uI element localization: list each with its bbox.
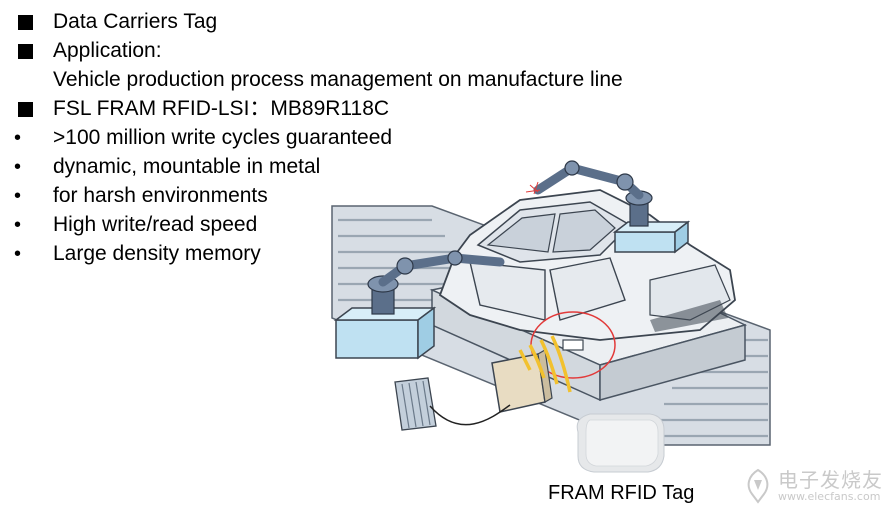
- bullet-text: Application:: [53, 39, 162, 62]
- signal-waves: [518, 335, 572, 393]
- dot-bullet-icon: •: [14, 214, 22, 236]
- square-bullet-icon: [18, 15, 33, 30]
- square-bullet-icon: [18, 102, 33, 117]
- watermark: 电子发烧友 www.elecfans.com: [738, 460, 888, 514]
- watermark-logo-icon: [747, 468, 769, 504]
- rfid-tag-product: [576, 413, 665, 473]
- bullet-text: Data Carriers Tag: [53, 10, 218, 33]
- rfid-tag-caption: FRAM RFID Tag: [548, 482, 695, 504]
- manufacturing-line-illustration: [331, 160, 771, 473]
- watermark-url: www.elecfans.com: [778, 490, 881, 503]
- watermark-text: 电子发烧友: [778, 468, 883, 492]
- dot-bullet-icon: •: [14, 127, 22, 149]
- controller-unit: [394, 377, 437, 431]
- dot-bullet-icon: •: [14, 185, 22, 207]
- robot-arm-left: [333, 250, 505, 360]
- robot-arm-right: [533, 160, 691, 254]
- bullet-text: Vehicle production process management on…: [53, 68, 623, 91]
- bullet-text: >100 million write cycles guaranteed: [53, 126, 393, 149]
- dot-bullet-icon: •: [14, 156, 22, 178]
- bullet-text: dynamic, mountable in metal: [53, 155, 321, 178]
- square-bullet-icon: [18, 44, 33, 59]
- bullet-text: for harsh environments: [53, 184, 268, 207]
- dot-bullet-icon: •: [14, 243, 22, 265]
- bullet-text: High write/read speed: [53, 213, 258, 236]
- reader-cable: [429, 404, 511, 426]
- bullet-text: Large density memory: [53, 242, 261, 265]
- bullet-text: FSL FRAM RFID-LSI：MB89R118C: [53, 97, 390, 120]
- weld-spark: [525, 181, 541, 195]
